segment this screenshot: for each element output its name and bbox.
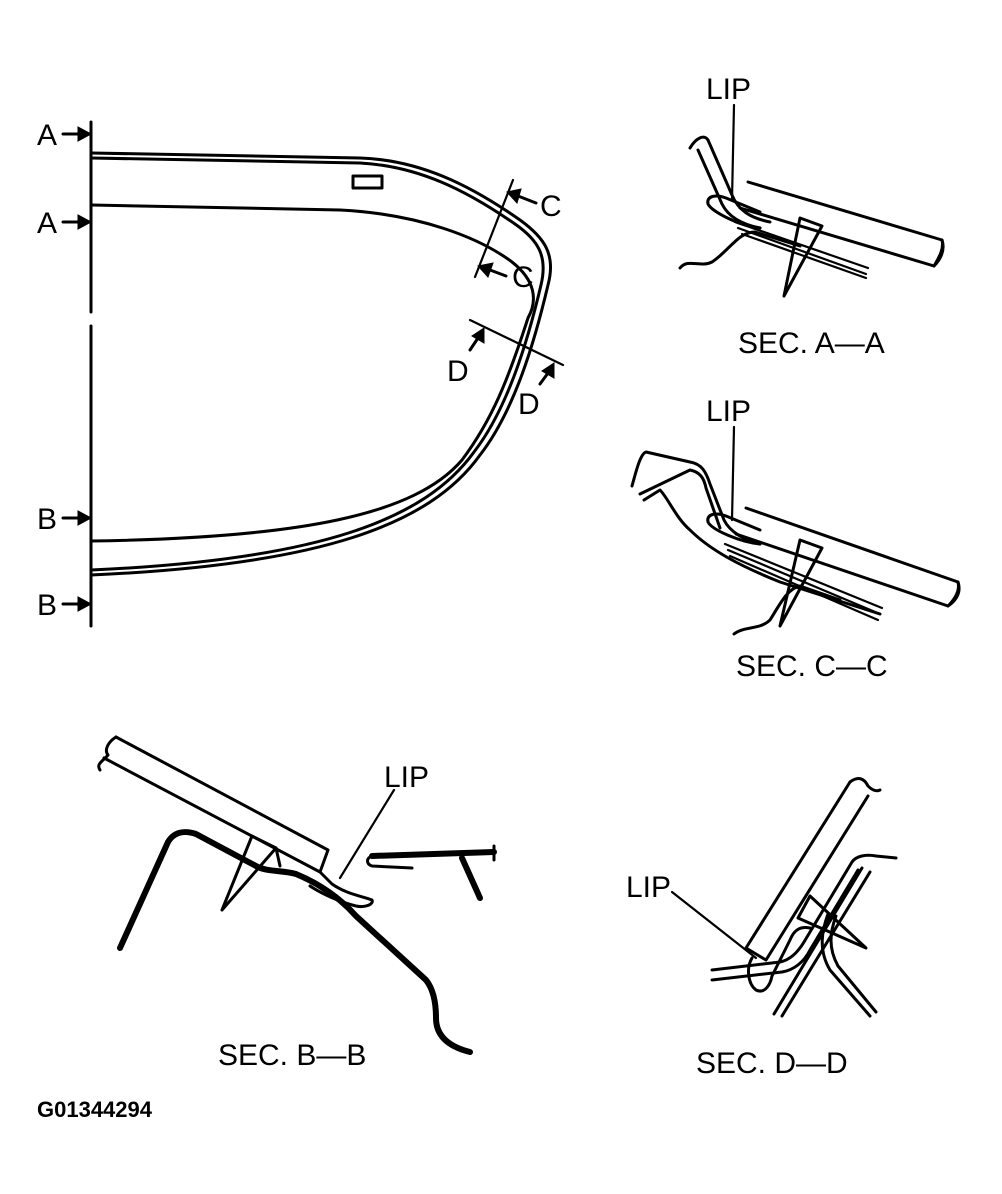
label-c-outer: C bbox=[540, 190, 562, 223]
section-bb: LIP SEC. B—B bbox=[97, 735, 497, 1072]
label-b-bottom: B bbox=[37, 589, 57, 622]
section-dd: LIP SEC. D—D bbox=[626, 777, 898, 1080]
label-a-bottom: A bbox=[37, 207, 57, 240]
section-bb-caption: SEC. B—B bbox=[218, 1039, 366, 1072]
section-cc-lip-label: LIP bbox=[706, 395, 751, 428]
arrow-b-bottom bbox=[61, 596, 93, 612]
section-aa: LIP SEC. A—A bbox=[678, 73, 945, 360]
label-a-top: A bbox=[37, 119, 57, 152]
arrow-a-bottom bbox=[61, 214, 93, 230]
arrow-d-outer bbox=[538, 362, 555, 386]
window-outline-view: A A B B C C D D bbox=[37, 119, 565, 628]
label-b-top: B bbox=[37, 503, 57, 536]
cut-line-d bbox=[468, 318, 565, 367]
section-cc: LIP SEC. C—C bbox=[630, 395, 961, 683]
glass-outer-edge bbox=[89, 151, 553, 577]
glass-inner-edge bbox=[89, 203, 535, 543]
section-dd-lip-label: LIP bbox=[626, 871, 671, 904]
section-cc-caption: SEC. C—C bbox=[736, 650, 888, 683]
arrow-c-inner bbox=[477, 262, 508, 278]
section-dd-caption: SEC. D—D bbox=[696, 1047, 848, 1080]
arrow-c-outer bbox=[506, 188, 538, 205]
section-aa-caption: SEC. A—A bbox=[738, 327, 885, 360]
arrow-a-top bbox=[61, 126, 93, 142]
arrow-d-inner bbox=[468, 327, 485, 352]
section-aa-lip-label: LIP bbox=[706, 73, 751, 106]
glass-outer-edge-inner-line bbox=[89, 156, 545, 572]
mirror-tab bbox=[351, 174, 384, 190]
figure-code: G01344294 bbox=[37, 1097, 153, 1122]
label-c-inner: C bbox=[512, 261, 534, 294]
section-bb-lip-label: LIP bbox=[384, 761, 429, 794]
label-d-outer: D bbox=[518, 388, 540, 421]
arrow-b-top bbox=[61, 510, 93, 526]
label-d-inner: D bbox=[447, 355, 469, 388]
cut-line-c bbox=[473, 178, 515, 279]
